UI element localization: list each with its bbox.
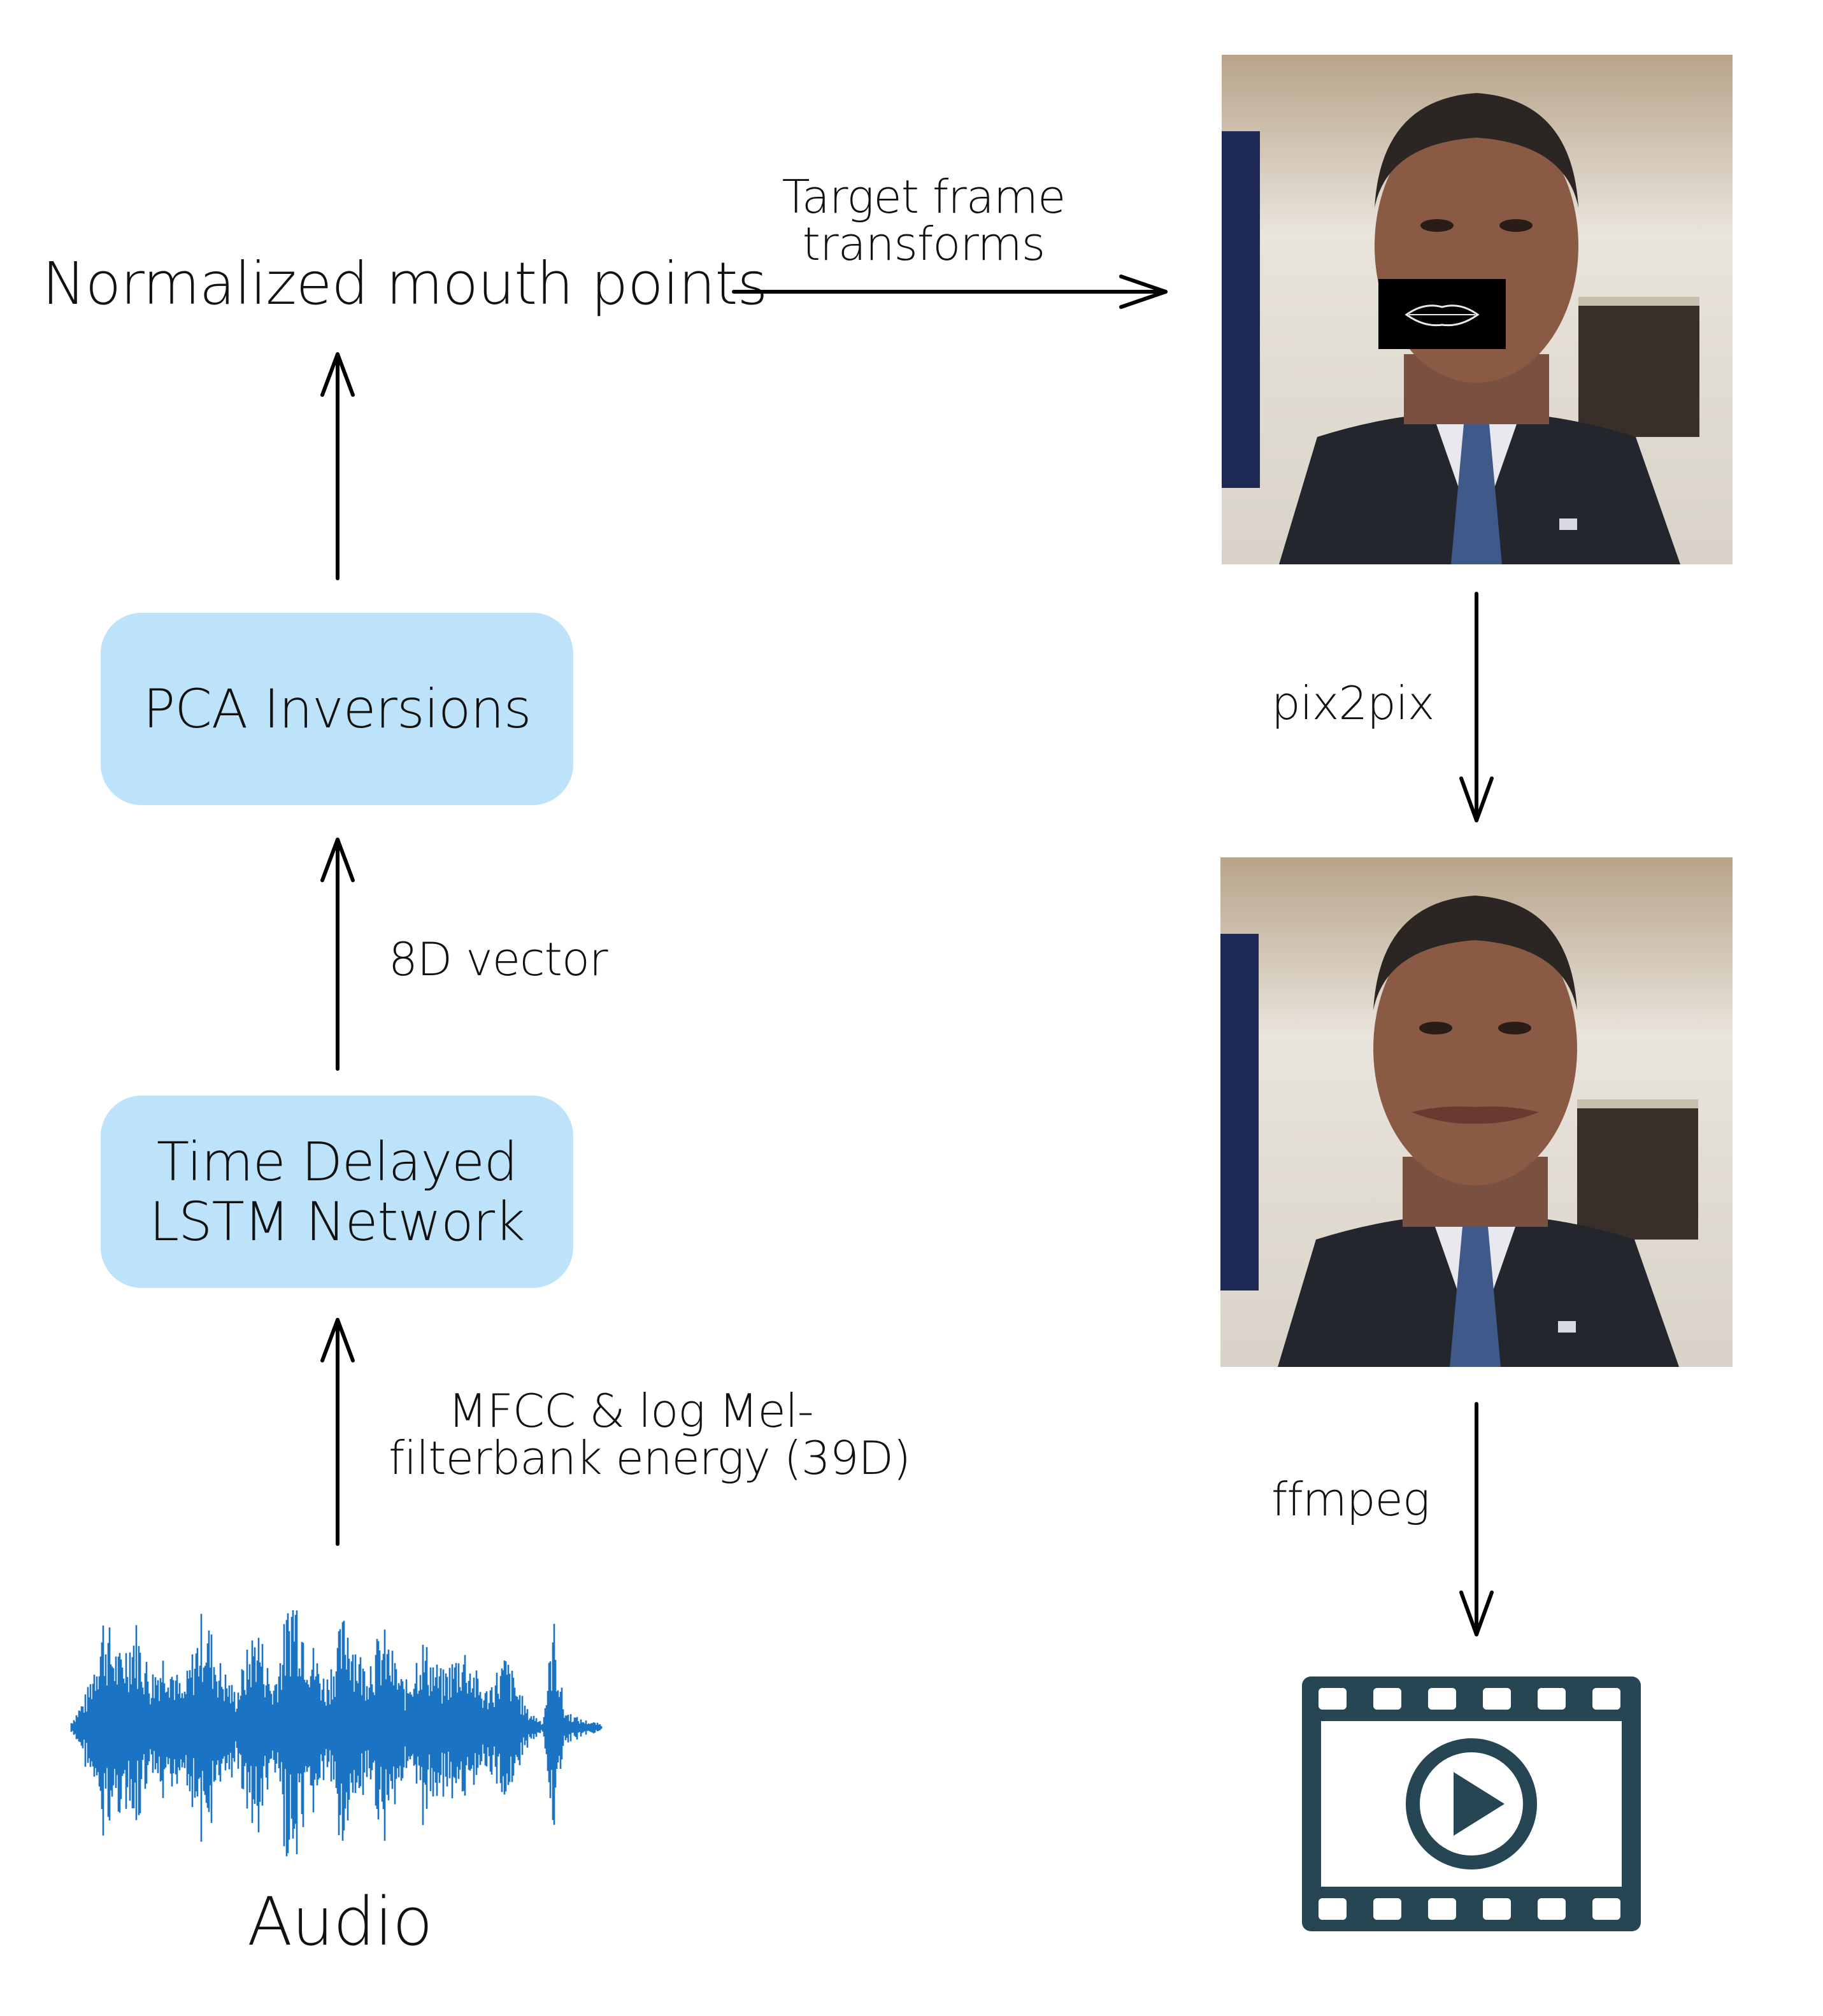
- arrow-output-to-video: [1459, 1402, 1494, 1636]
- features-line1: MFCC & log Mel-: [448, 1384, 814, 1438]
- arrow-lstm-to-pca: [320, 838, 355, 1071]
- pca-inversions-box: PCA Inversions: [101, 613, 573, 805]
- audio-label: Audio: [247, 1883, 433, 1961]
- waveform-path: [70, 1610, 603, 1857]
- features-line2: filterbank energy (39D): [389, 1431, 911, 1485]
- audio-features-label: MFCC & log Mel- filterbank energy (39D): [389, 1384, 911, 1485]
- generated-frame-image: [1220, 857, 1733, 1367]
- target-frame-image: [1222, 55, 1733, 564]
- arrow-mouth-points-to-frame: [732, 275, 1168, 309]
- pca-inversions-label: PCA Inversions: [143, 678, 532, 740]
- vector-8d-label: 8D vector: [389, 933, 608, 986]
- lstm-label-line2: LSTM Network: [149, 1190, 525, 1253]
- pix2pix-label: pix2pix: [1271, 676, 1434, 730]
- lstm-network-box: Time Delayed LSTM Network: [101, 1096, 573, 1288]
- arrow-audio-to-lstm: [320, 1318, 355, 1546]
- video-play-icon: [1302, 1676, 1641, 1931]
- target-frame-transforms-label: Target frame transforms: [739, 173, 1108, 268]
- target-frame-line2: transforms: [802, 217, 1045, 271]
- normalized-mouth-points-label: Normalized mouth points: [42, 250, 768, 318]
- lstm-label-line1: Time Delayed: [156, 1131, 518, 1193]
- arrow-pca-to-mouth-points: [320, 352, 355, 580]
- ffmpeg-label: ffmpeg: [1271, 1473, 1430, 1526]
- arrow-frame-to-output: [1459, 592, 1494, 822]
- target-frame-line1: Target frame: [782, 170, 1066, 224]
